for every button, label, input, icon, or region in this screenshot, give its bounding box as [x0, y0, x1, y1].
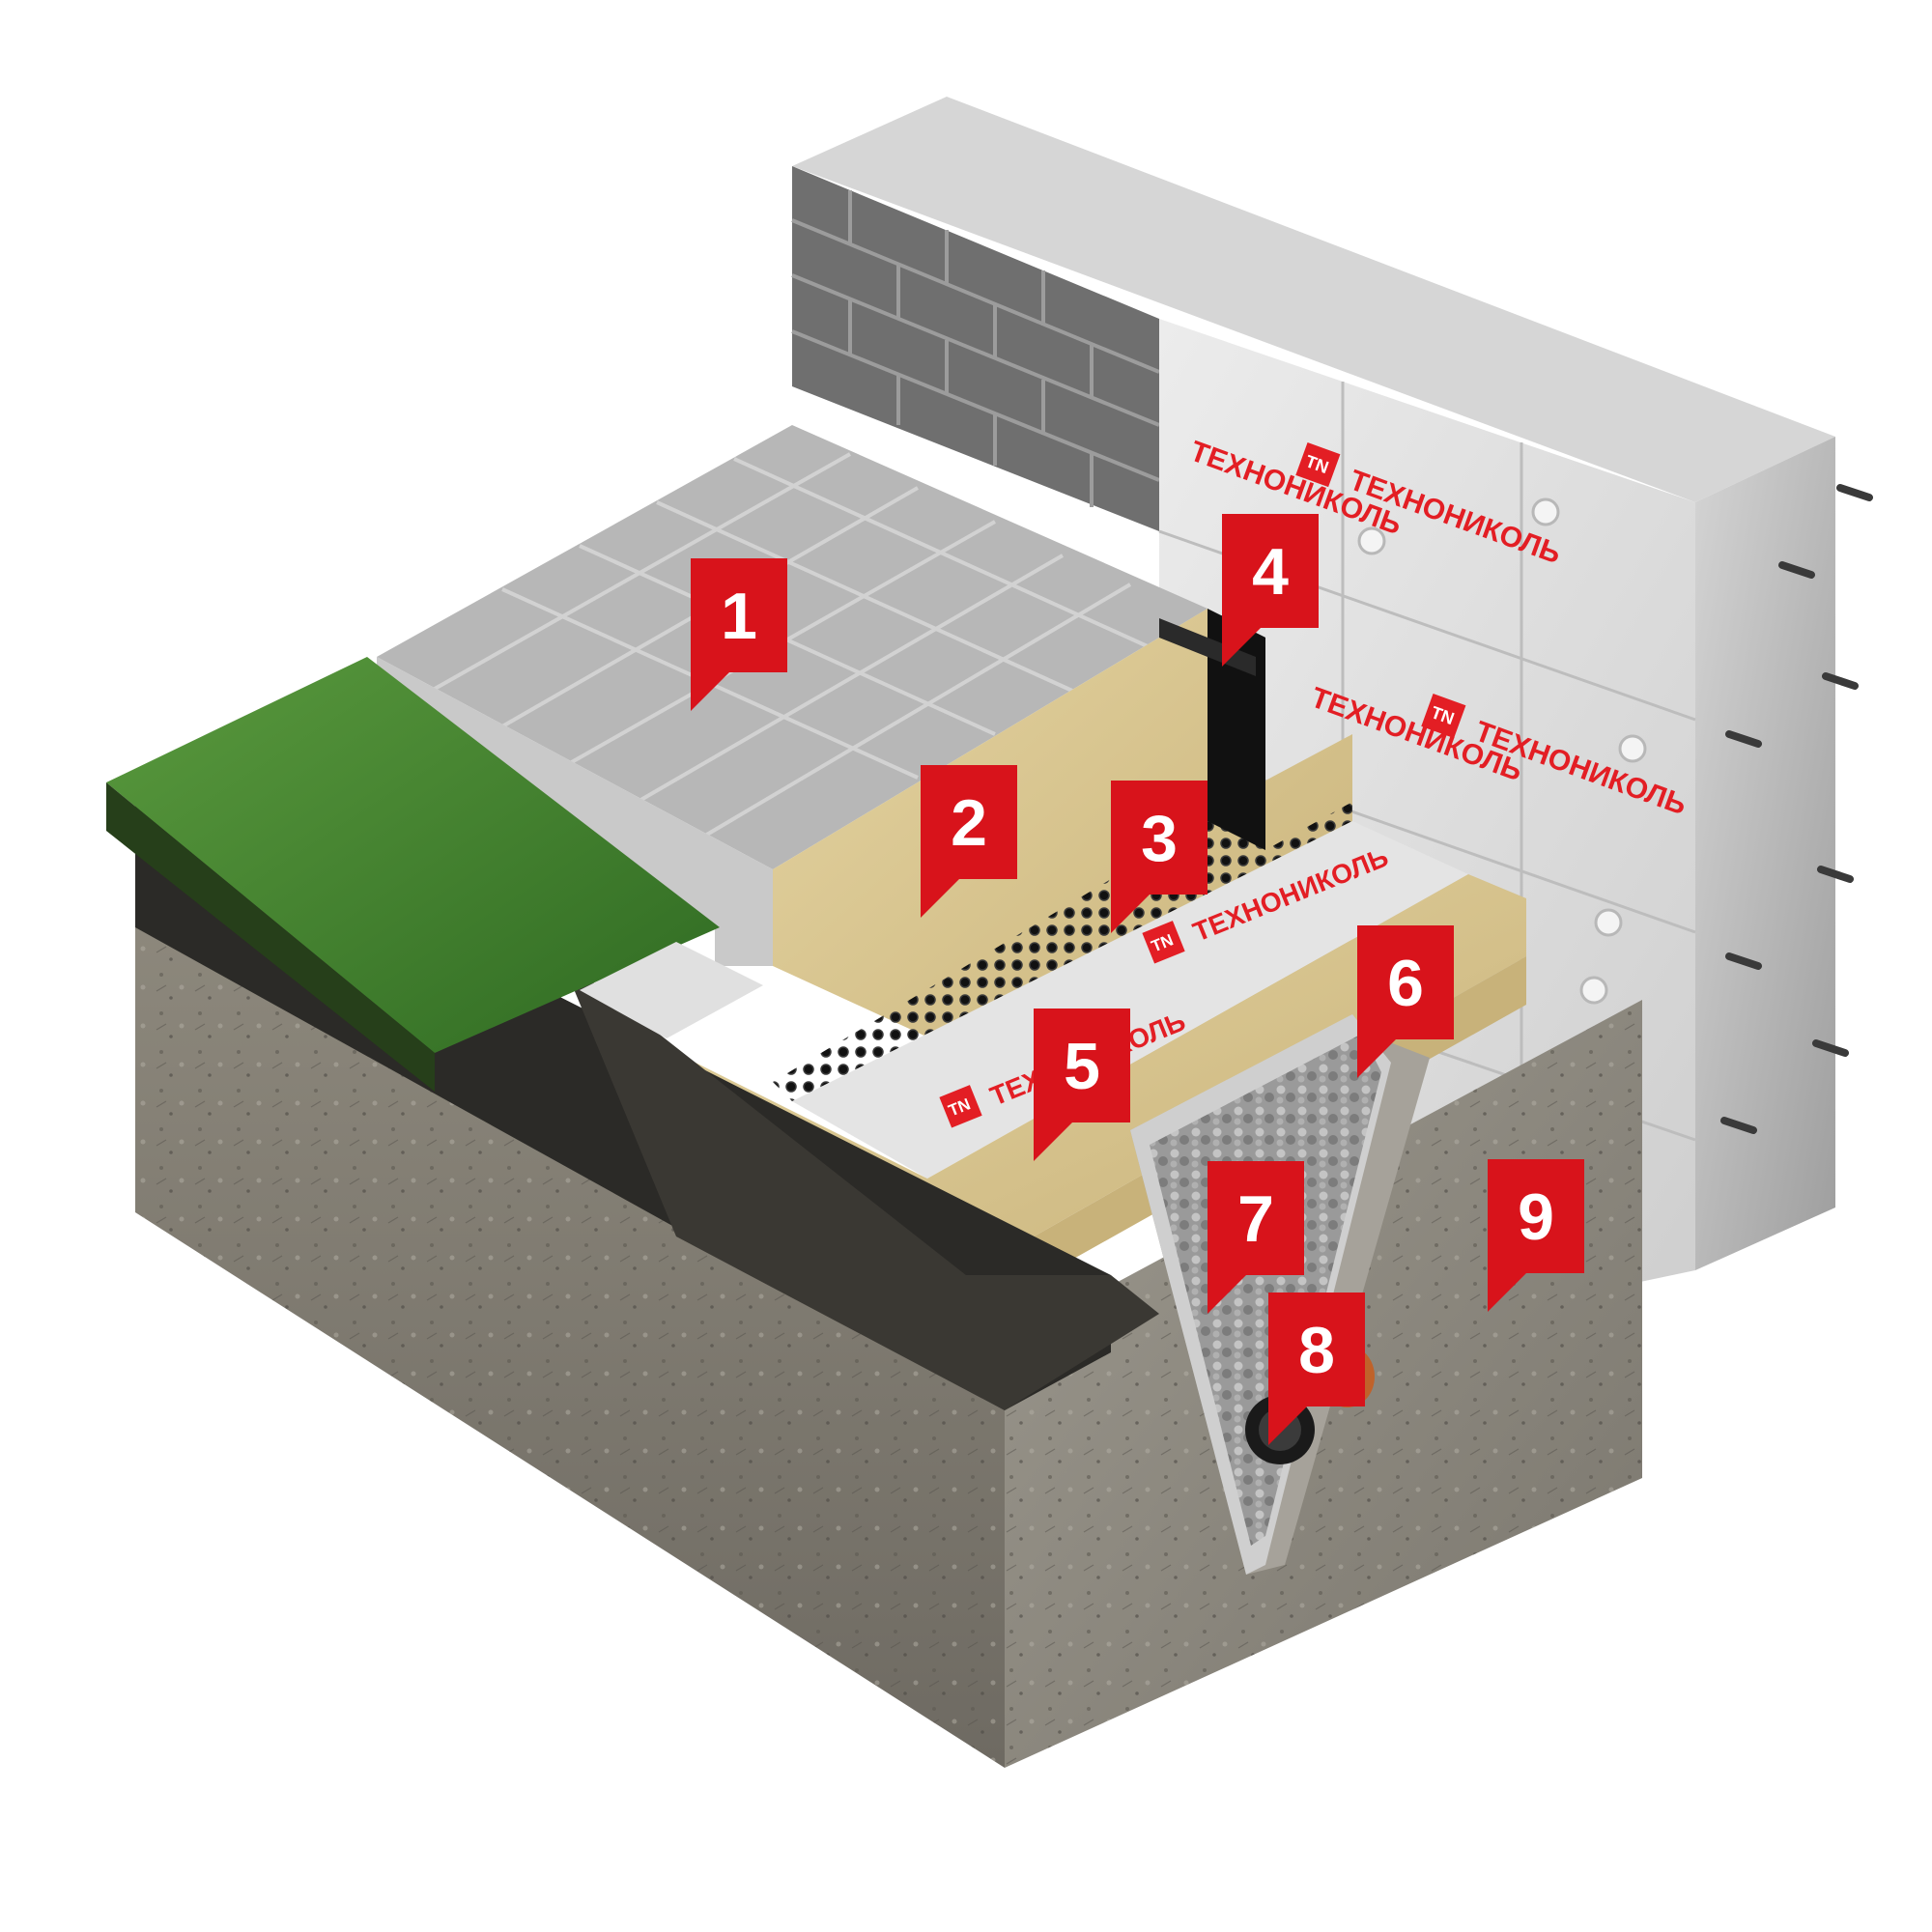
marker-6-flag — [1357, 925, 1454, 1078]
marker-9-label: 9 — [1518, 1180, 1554, 1254]
grass-turf — [106, 657, 720, 1092]
marker-8-label: 8 — [1298, 1314, 1335, 1387]
marker-2-label: 2 — [951, 786, 987, 860]
marker-4: 4 — [1222, 514, 1319, 667]
callout-markers: 1 2 3 4 5 6 78 9 — [691, 514, 1584, 1445]
marker-3: 3 — [1111, 781, 1208, 933]
brick-cladding — [791, 166, 1160, 531]
rebar-ends — [1720, 484, 1873, 1134]
marker-5: 5 — [1034, 1009, 1130, 1161]
marker-8: 8 — [1268, 1293, 1365, 1445]
ground-block — [135, 782, 1642, 1768]
curb-stone — [377, 657, 773, 966]
marker-4-flag — [1222, 514, 1319, 667]
marker-6-label: 6 — [1387, 947, 1424, 1020]
marker-5-label: 5 — [1064, 1030, 1100, 1103]
marker-8-flag — [1268, 1293, 1365, 1445]
marker-1: 1 — [691, 558, 787, 711]
marker-7: 7 — [1208, 1161, 1304, 1314]
marker-2-flag — [921, 765, 1017, 918]
flashing-strip — [1159, 618, 1256, 676]
insulation-fasteners — [1357, 497, 1647, 1005]
marker-1-label: 1 — [721, 580, 757, 653]
marker-6: 6 — [1357, 925, 1454, 1078]
marker-2: 2 — [921, 765, 1017, 918]
geotextile-strip — [580, 942, 763, 1038]
marker-7-label: 7 — [1237, 1182, 1274, 1256]
marker-7-flag — [1208, 1161, 1304, 1314]
marker-1-flag — [691, 558, 787, 711]
marker-9-flag — [1488, 1159, 1584, 1312]
paving-tiles — [377, 425, 1208, 966]
marker-9: 9 — [1488, 1159, 1584, 1312]
marker-4-label: 4 — [1252, 535, 1289, 609]
marker-3-flag — [1111, 781, 1208, 933]
marker-3-label: 3 — [1141, 802, 1178, 875]
marker-5-flag — [1034, 1009, 1130, 1161]
